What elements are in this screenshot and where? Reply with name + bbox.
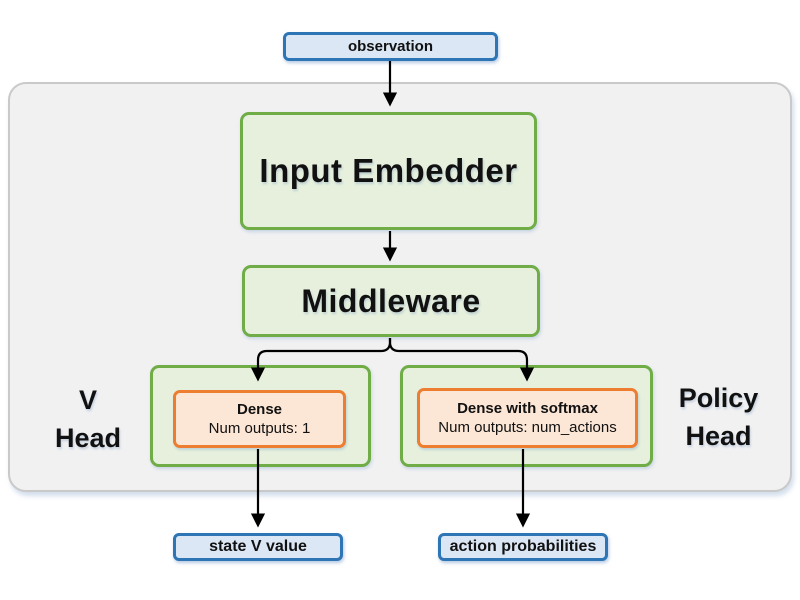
- v-dense-title: Dense: [236, 400, 283, 418]
- policy-head-dense-node: Dense with softmax Num outputs: num_acti…: [417, 388, 638, 448]
- v-head-label-line2: Head: [54, 423, 122, 453]
- observation-node: observation: [283, 32, 498, 61]
- v-head-dense-node: Dense Num outputs: 1: [173, 390, 346, 448]
- v-head-label-line1: V: [78, 385, 97, 415]
- v-dense-outputs: Num outputs: 1: [208, 420, 311, 437]
- input-embedder-node: Input Embedder: [240, 112, 537, 230]
- middleware-node: Middleware: [242, 265, 540, 337]
- v-head-label: V Head: [33, 381, 143, 457]
- policy-head-label: Policy Head: [661, 379, 776, 455]
- action-probabilities-label: action probabilities: [449, 538, 597, 555]
- action-probabilities-node: action probabilities: [438, 533, 608, 561]
- middleware-label: Middleware: [301, 282, 481, 319]
- policy-head-label-line1: Policy: [678, 383, 759, 413]
- observation-label: observation: [347, 38, 434, 55]
- input-embedder-label: Input Embedder: [259, 152, 518, 189]
- state-v-value-node: state V value: [173, 533, 343, 561]
- state-v-value-label: state V value: [209, 538, 307, 555]
- policy-dense-title: Dense with softmax: [457, 399, 598, 417]
- policy-head-label-line2: Head: [685, 421, 752, 451]
- policy-dense-outputs: Num outputs: num_actions: [438, 419, 617, 436]
